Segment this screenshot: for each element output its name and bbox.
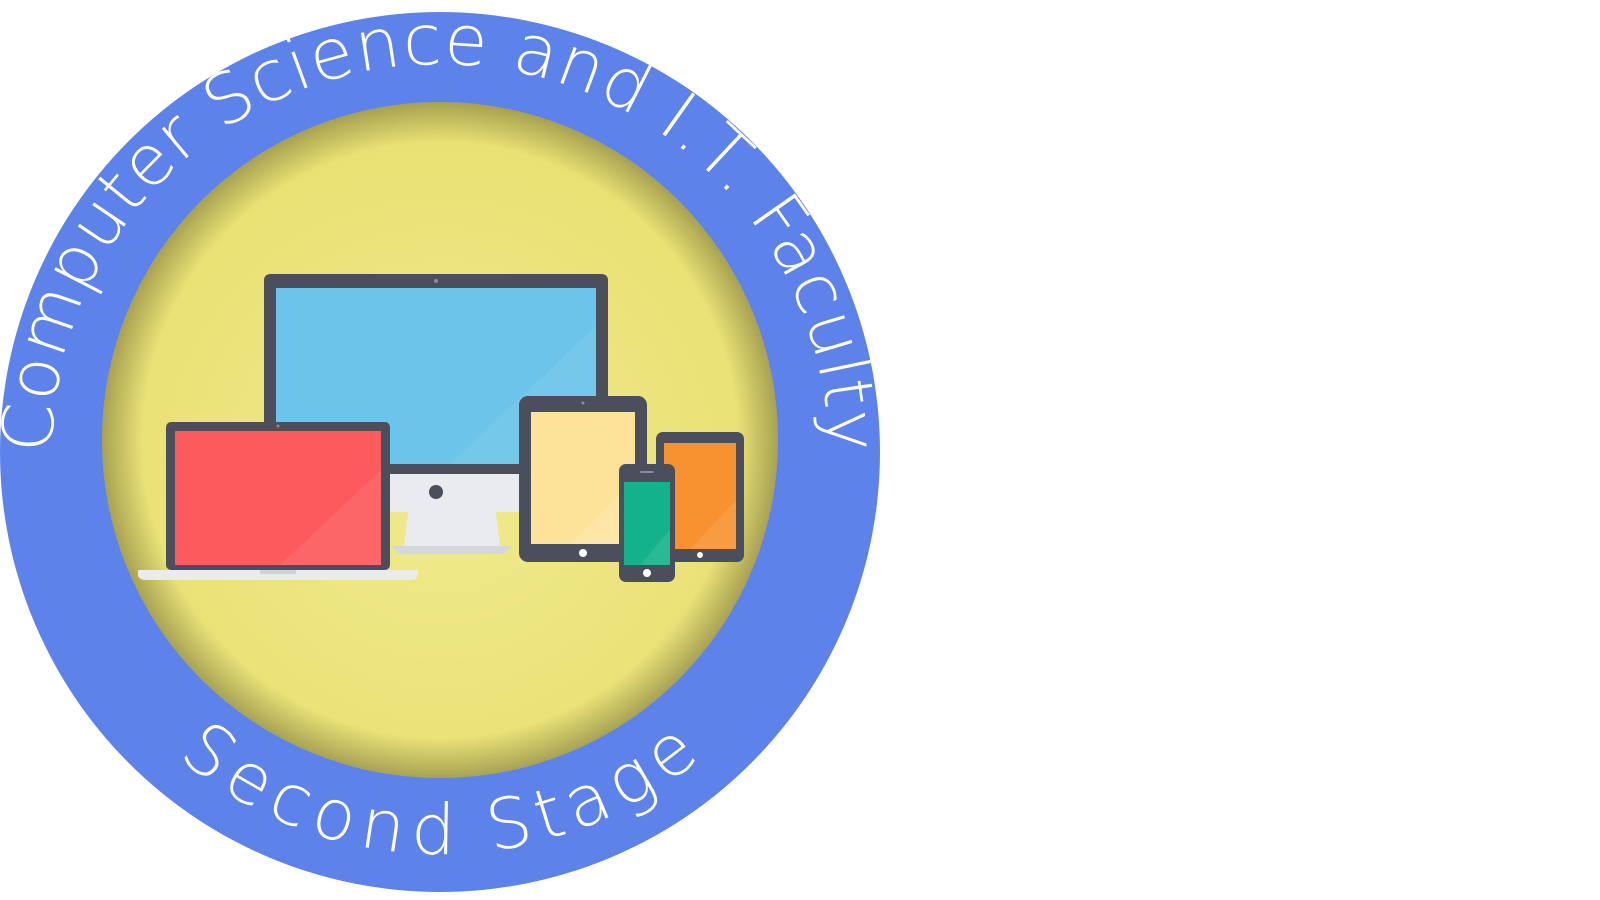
tablet-icon	[519, 396, 647, 562]
phone-icon	[619, 464, 675, 582]
small-tablet-icon	[656, 432, 744, 562]
devices-illustration-icon	[138, 274, 744, 582]
laptop-icon	[138, 422, 418, 580]
